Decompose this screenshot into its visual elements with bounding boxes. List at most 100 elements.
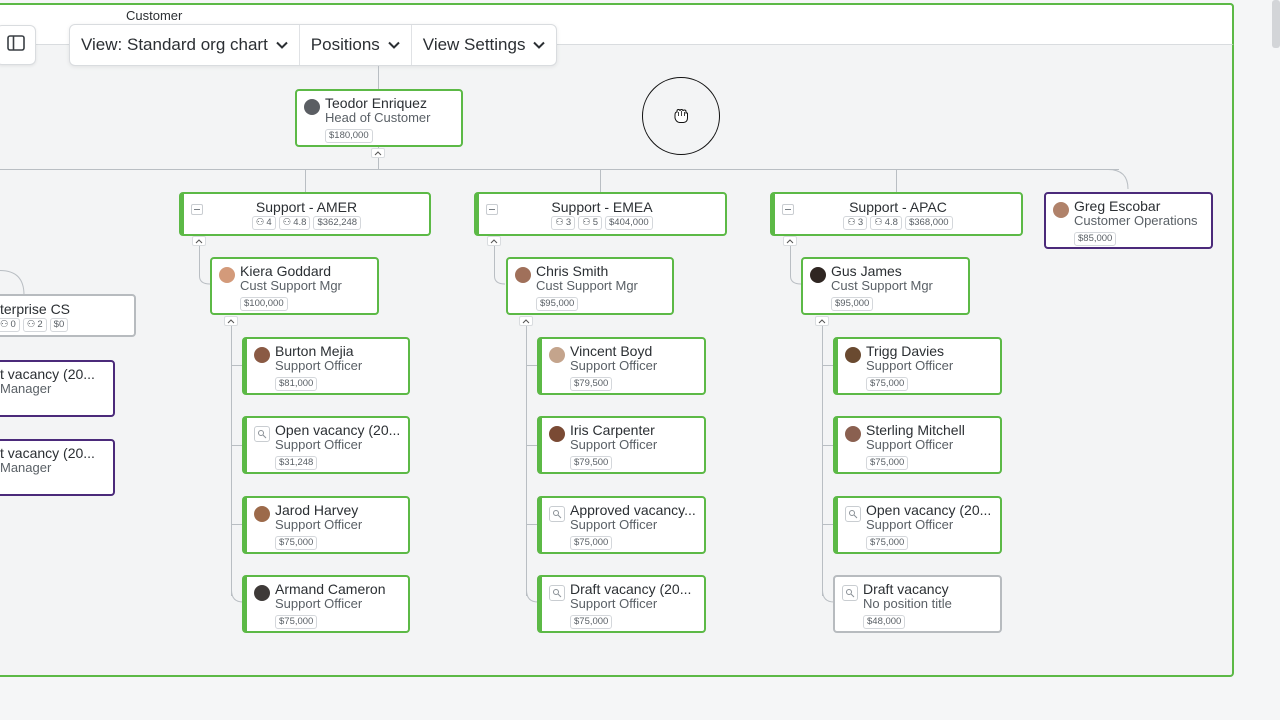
- connector-line: [231, 365, 243, 366]
- connector-line: [231, 326, 232, 596]
- chevron-up-icon: [786, 238, 794, 243]
- salary-badge: $31,248: [275, 456, 318, 470]
- collapse-button[interactable]: [487, 236, 501, 246]
- person-name: Burton Mejia: [275, 344, 354, 359]
- person-name: Sterling Mitchell: [866, 423, 965, 438]
- position-card[interactable]: Draft vacancy (20...Support Officer$75,0…: [537, 575, 706, 633]
- avatar: [304, 99, 320, 115]
- people-icon: ⚇: [255, 217, 265, 228]
- connector-line: [526, 326, 527, 596]
- person-name: Open vacancy (20...: [275, 423, 401, 438]
- budget-stat: $0: [49, 318, 69, 332]
- salary-badge: $95,000: [831, 297, 874, 311]
- team-stats: ⚇4 ⚇4.8 $362,248: [184, 216, 429, 230]
- person-name: Trigg Davies: [866, 344, 945, 359]
- view-toolbar: View: Standard org chart Positions View …: [69, 24, 558, 66]
- connector-line: [822, 326, 823, 596]
- position-title: Manager: [0, 461, 52, 475]
- team-name: Support - APAC: [849, 199, 947, 215]
- position-card-root[interactable]: Teodor Enriquez Head of Customer $180,00…: [295, 89, 463, 147]
- group-title: Customer: [126, 8, 183, 23]
- position-card[interactable]: t vacancy (20... Manager: [0, 360, 115, 417]
- collapse-button[interactable]: [815, 316, 829, 326]
- vacancy-icon: [549, 506, 565, 522]
- position-card[interactable]: Open vacancy (20...Support Officer$75,00…: [833, 496, 1002, 554]
- team-card-amer[interactable]: Support - AMER ⚇4 ⚇4.8 $362,248: [179, 192, 431, 236]
- connector-line: [526, 445, 538, 446]
- position-card[interactable]: Kiera Goddard Cust Support Mgr $100,000: [210, 257, 379, 315]
- connector-line: [0, 169, 1118, 170]
- collapse-button[interactable]: [371, 148, 385, 158]
- collapse-button[interactable]: [224, 316, 238, 326]
- position-title: Cust Support Mgr: [536, 279, 638, 293]
- connector-line: [1118, 169, 1119, 170]
- vacancy-icon: [845, 506, 861, 522]
- collapse-button[interactable]: [519, 316, 533, 326]
- collapse-team-button[interactable]: [191, 204, 203, 215]
- connector-line: [378, 147, 379, 169]
- position-title: Support Officer: [866, 438, 954, 452]
- positions-dropdown[interactable]: Positions: [300, 25, 412, 65]
- collapse-button[interactable]: [783, 236, 797, 246]
- person-name: Teodor Enriquez: [325, 96, 427, 111]
- salary-badge: $75,000: [570, 615, 613, 629]
- avatar: [254, 506, 270, 522]
- salary-badge: $79,500: [570, 456, 613, 470]
- rating-icon: ⚇: [582, 217, 591, 228]
- chevron-up-icon: [227, 318, 235, 323]
- avatar: [254, 347, 270, 363]
- rating-stat: ⚇5: [578, 216, 603, 230]
- position-card[interactable]: Open vacancy (20...Support Officer$31,24…: [242, 416, 410, 474]
- position-card[interactable]: t vacancy (20... Manager: [0, 439, 115, 496]
- connector-curve: [0, 270, 25, 296]
- connector-curve: [1108, 169, 1129, 190]
- view-dropdown[interactable]: View: Standard org chart: [70, 25, 300, 65]
- collapse-button[interactable]: [192, 236, 206, 246]
- rating-stat: ⚇4.8: [278, 216, 311, 230]
- avatar: [254, 585, 270, 601]
- person-name: Draft vacancy: [863, 582, 949, 597]
- avatar: [549, 347, 565, 363]
- chevron-down-icon: [388, 41, 400, 49]
- view-settings-dropdown[interactable]: View Settings: [412, 25, 557, 65]
- position-card[interactable]: Greg Escobar Customer Operations $85,000: [1044, 192, 1213, 249]
- vacancy-icon: [254, 426, 270, 442]
- salary-badge: $75,000: [866, 377, 909, 391]
- connector-curve: [790, 246, 802, 285]
- scrollbar[interactable]: [1272, 0, 1280, 48]
- person-name: Kiera Goddard: [240, 264, 332, 279]
- avatar: [549, 426, 565, 442]
- team-name: Support - AMER: [255, 199, 358, 215]
- sidebar-toggle-button[interactable]: [0, 25, 36, 65]
- position-name: t vacancy (20...: [0, 446, 95, 461]
- position-title: Cust Support Mgr: [240, 279, 342, 293]
- collapse-team-button[interactable]: [486, 204, 498, 215]
- team-card-apac[interactable]: Support - APAC ⚇3 ⚇4.8 $368,000: [770, 192, 1023, 236]
- position-card[interactable]: Approved vacancy...Support Officer$75,00…: [537, 496, 706, 554]
- team-card-emea[interactable]: Support - EMEA ⚇3 ⚇5 $404,000: [474, 192, 727, 236]
- rating-icon: ⚇: [874, 217, 883, 228]
- rating-icon: ⚇: [26, 319, 36, 330]
- collapse-team-button[interactable]: [782, 204, 794, 215]
- team-card-enterprise-cs[interactable]: terprise CS ⚇0 ⚇2 $0: [0, 294, 136, 337]
- people-icon: ⚇: [555, 217, 564, 228]
- connector-curve: [494, 246, 506, 285]
- position-title: Support Officer: [866, 518, 954, 532]
- salary-badge: $48,000: [863, 615, 906, 629]
- cursor-highlight: [642, 77, 720, 155]
- connector-curve: [526, 590, 539, 603]
- position-name: t vacancy (20...: [0, 367, 95, 382]
- people-icon: ⚇: [0, 319, 9, 330]
- salary-badge: $79,500: [570, 377, 613, 391]
